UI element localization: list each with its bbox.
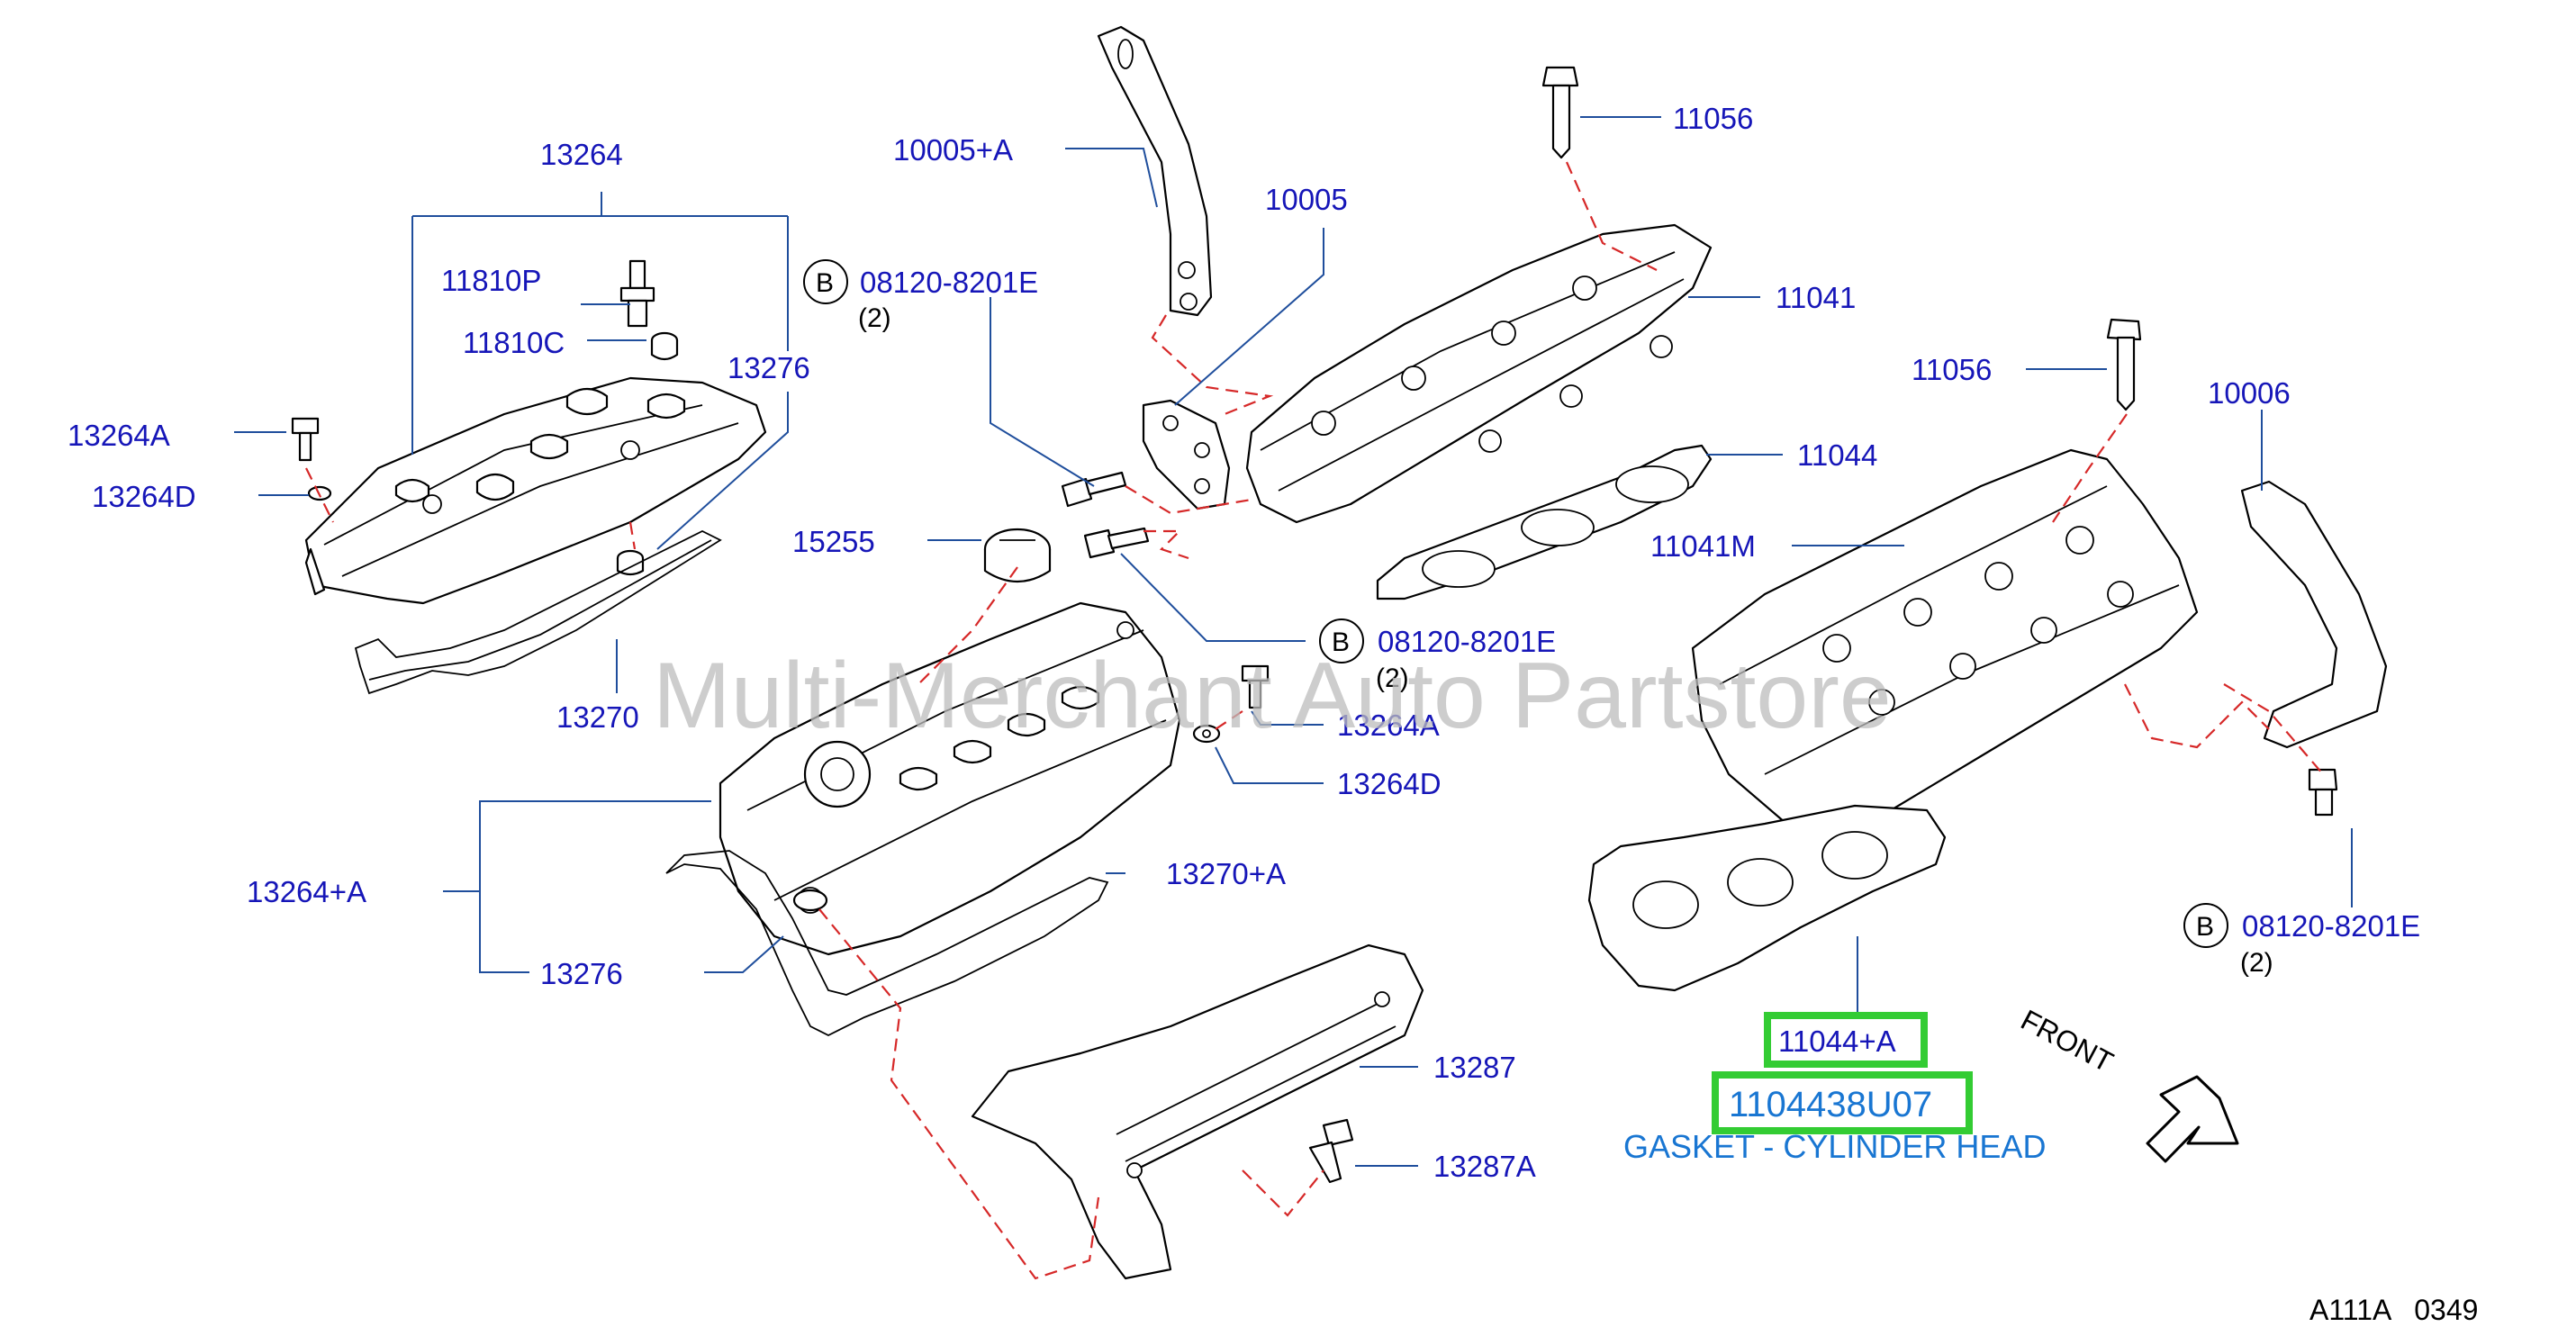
- label-13264a-left[interactable]: 13264A: [68, 419, 170, 452]
- label-13287[interactable]: 13287: [1433, 1051, 1516, 1084]
- label-10005[interactable]: 10005: [1265, 183, 1348, 216]
- bolt-11056-right: [2106, 318, 2142, 411]
- highlight-callout: 11044+A 1104438U07 GASKET - CYLINDER HEA…: [1623, 1012, 2046, 1165]
- bolt-13287a: [1308, 1118, 1354, 1184]
- bolt-11056-top: [1541, 66, 1579, 159]
- leader-lines: [234, 116, 2353, 1167]
- bolt-callout-3: B 08120-8201E (2): [2183, 903, 2420, 978]
- b-letter-1: B: [816, 268, 834, 298]
- label-11810c[interactable]: 11810C: [463, 326, 565, 359]
- label-11044[interactable]: 11044: [1797, 438, 1877, 472]
- label-11041[interactable]: 11041: [1776, 281, 1856, 314]
- bracket-10005: [1142, 399, 1231, 510]
- label-13264plusa[interactable]: 13264+A: [247, 875, 366, 908]
- label-13276-bottom[interactable]: 13276: [540, 957, 623, 990]
- label-13270plusa[interactable]: 13270+A: [1166, 857, 1286, 890]
- diagram-code: A111A 0349: [2309, 1294, 2478, 1326]
- callout-1-qty: (2): [858, 303, 891, 333]
- label-10005a[interactable]: 10005+A: [893, 133, 1013, 167]
- label-11056-right[interactable]: 11056: [1912, 353, 1992, 386]
- part-description: GASKET - CYLINDER HEAD: [1623, 1128, 2046, 1165]
- label-10006[interactable]: 10006: [2208, 376, 2291, 410]
- bolt-callout-1: B 08120-8201E (2): [803, 259, 1038, 333]
- label-11810p[interactable]: 11810P: [441, 264, 541, 297]
- highlight-box-part-number: [1712, 1071, 1973, 1134]
- oil-cap-15255: [983, 528, 1052, 583]
- valve-cover-right: [665, 601, 1270, 1037]
- part-number-1104438u07[interactable]: 1104438U07: [1729, 1085, 1932, 1124]
- bolt-callout-2: B 08120-8201E (2): [1319, 618, 1556, 693]
- head-gasket-11044a: [1587, 804, 1947, 992]
- label-13270[interactable]: 13270: [556, 700, 639, 734]
- cylinder-head-11041: [1245, 223, 1713, 524]
- cylinder-head-11041m: [1691, 448, 2199, 839]
- part-labels: 13264 11810P 11810C 13276 13264A 13264D …: [68, 102, 2291, 1183]
- front-label: FRONT: [2016, 1003, 2119, 1079]
- callout-3-part[interactable]: 08120-8201E: [2242, 909, 2420, 943]
- b-circle-1: [803, 259, 848, 304]
- assembly-dash-lines: [305, 161, 2324, 1280]
- callout-1-part[interactable]: 08120-8201E: [860, 266, 1038, 299]
- label-15255[interactable]: 15255: [792, 525, 875, 558]
- callout-2-qty: (2): [1376, 663, 1409, 693]
- bolt-08120-left: [1061, 471, 1127, 508]
- label-11056-top[interactable]: 11056: [1673, 102, 1753, 135]
- b-circle-2: [1319, 618, 1364, 663]
- bracket-10006: [2240, 480, 2388, 749]
- bracket-10005a: [1097, 25, 1213, 317]
- label-13264d-mid[interactable]: 13264D: [1337, 767, 1442, 800]
- label-13276-top[interactable]: 13276: [728, 351, 810, 384]
- bolt-08120-right: [2308, 768, 2338, 817]
- head-gasket-11044: [1376, 444, 1713, 600]
- highlight-box-callout: [1764, 1012, 1928, 1068]
- label-13264[interactable]: 13264: [540, 138, 623, 171]
- engine-cover-13287: [971, 943, 1424, 1280]
- watermark: Multi-Merchant Auto Partstore: [653, 644, 1892, 748]
- b-letter-2: B: [1332, 627, 1350, 657]
- label-11041m[interactable]: 11041M: [1650, 529, 1756, 563]
- label-11044plusa[interactable]: 11044+A: [1778, 1025, 1896, 1058]
- label-13264d-left[interactable]: 13264D: [92, 480, 196, 513]
- label-13287a[interactable]: 13287A: [1433, 1150, 1536, 1183]
- bolt-08120-mid: [1083, 527, 1150, 559]
- callout-2-part[interactable]: 08120-8201E: [1378, 625, 1556, 658]
- b-letter-3: B: [2196, 912, 2214, 942]
- valve-cover-left: [291, 259, 767, 695]
- label-13264a-mid[interactable]: 13264A: [1337, 709, 1440, 742]
- callout-3-qty: (2): [2240, 948, 2273, 978]
- b-circle-3: [2183, 903, 2228, 948]
- front-arrow: FRONT: [2016, 1003, 2239, 1163]
